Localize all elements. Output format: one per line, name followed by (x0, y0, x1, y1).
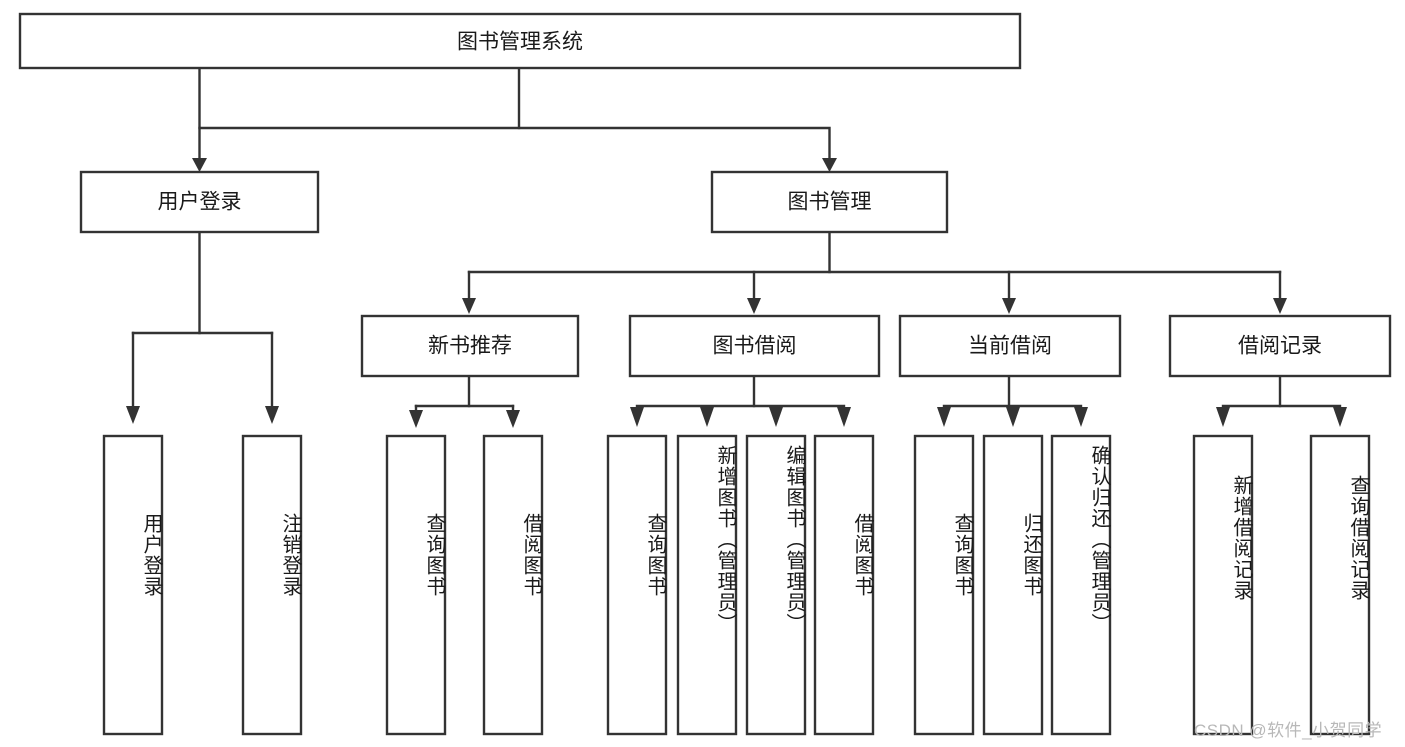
arrow-head-leaf-borrow-book-2 (837, 407, 851, 427)
node-current-borrow[interactable]: 当前借阅 (898, 314, 1122, 378)
node-user-login-label: 用户登录 (158, 191, 242, 214)
leaf-box-return-book[interactable] (982, 434, 1044, 736)
arrow-head-book-manage (822, 158, 837, 172)
leaf-box-query-book-3[interactable] (913, 434, 975, 736)
leaf-box-borrow-book-1[interactable] (482, 434, 544, 736)
node-root-box[interactable] (18, 12, 1022, 70)
leaf-box-query-book-1[interactable] (385, 434, 447, 736)
connector-group-borrow-record (1216, 374, 1347, 427)
node-book-manage-label: 图书管理 (788, 191, 872, 214)
leaf-box-user-logout[interactable] (241, 434, 303, 736)
node-borrow-record[interactable]: 借阅记录 (1168, 314, 1392, 378)
watermark-text: CSDN @软件_小贺同学 (1194, 721, 1383, 740)
leaf-box-query-book-2[interactable] (606, 434, 668, 736)
arrow-head-leaf-user-logout (265, 406, 279, 424)
node-user-login-box[interactable] (79, 170, 320, 234)
node-borrow-record-label: 借阅记录 (1238, 335, 1322, 358)
node-user-login[interactable]: 用户登录 (79, 170, 320, 234)
leaf-box-edit-book[interactable] (745, 434, 807, 736)
connector-group-book-borrow (630, 374, 851, 427)
leaf-box-confirm-return[interactable] (1050, 434, 1112, 736)
connector-group-root (192, 66, 837, 172)
node-borrow-record-box[interactable] (1168, 314, 1392, 378)
connector-group-user-login (126, 230, 279, 424)
arrow-head-leaf-confirm-return (1074, 407, 1088, 427)
arrow-head-leaf-query-record (1333, 407, 1347, 427)
arrow-head-borrow-record (1273, 298, 1287, 314)
arrow-head-leaf-add-book (700, 407, 714, 427)
node-book-manage[interactable]: 图书管理 (710, 170, 949, 234)
leaf-box-query-record[interactable] (1309, 434, 1371, 736)
leaf-box-add-record[interactable] (1192, 434, 1254, 736)
connector-group-book-manage (462, 230, 1287, 314)
arrow-head-leaf-query-book-2 (630, 407, 644, 427)
arrow-head-leaf-borrow-book-1 (506, 410, 520, 428)
arrow-head-leaf-user-login (126, 406, 140, 424)
node-book-borrow-box[interactable] (628, 314, 881, 378)
node-book-borrow[interactable]: 图书借阅 (628, 314, 881, 378)
arrow-head-leaf-query-book-3 (937, 407, 951, 427)
leaf-box-add-book[interactable] (676, 434, 738, 736)
node-book-borrow-label: 图书借阅 (713, 335, 797, 358)
node-root[interactable]: 图书管理系统 (18, 12, 1022, 70)
node-current-borrow-label: 当前借阅 (968, 335, 1052, 358)
node-book-manage-box[interactable] (710, 170, 949, 234)
arrow-head-leaf-edit-book (769, 407, 783, 427)
connector-group-new-book-recommend (409, 374, 520, 428)
arrow-head-user-login (192, 158, 207, 172)
node-new-book-recommend-label: 新书推荐 (428, 335, 512, 358)
node-current-borrow-box[interactable] (898, 314, 1122, 378)
arrow-head-book-borrow (747, 298, 761, 314)
arrow-head-leaf-return-book (1006, 407, 1020, 427)
leaf-box-user-login[interactable] (102, 434, 164, 736)
arrow-head-new-book-recommend (462, 298, 476, 314)
connector-root-stem (198, 66, 831, 162)
node-new-book-recommend[interactable]: 新书推荐 (360, 314, 580, 378)
leaf-box-borrow-book-2[interactable] (813, 434, 875, 736)
node-root-label: 图书管理系统 (457, 31, 583, 54)
arrow-head-current-borrow (1002, 298, 1016, 314)
connector-group-current-borrow (937, 374, 1088, 427)
arrow-head-leaf-query-book-1 (409, 410, 423, 428)
node-new-book-recommend-box[interactable] (360, 314, 580, 378)
arrow-head-leaf-add-record (1216, 407, 1230, 427)
